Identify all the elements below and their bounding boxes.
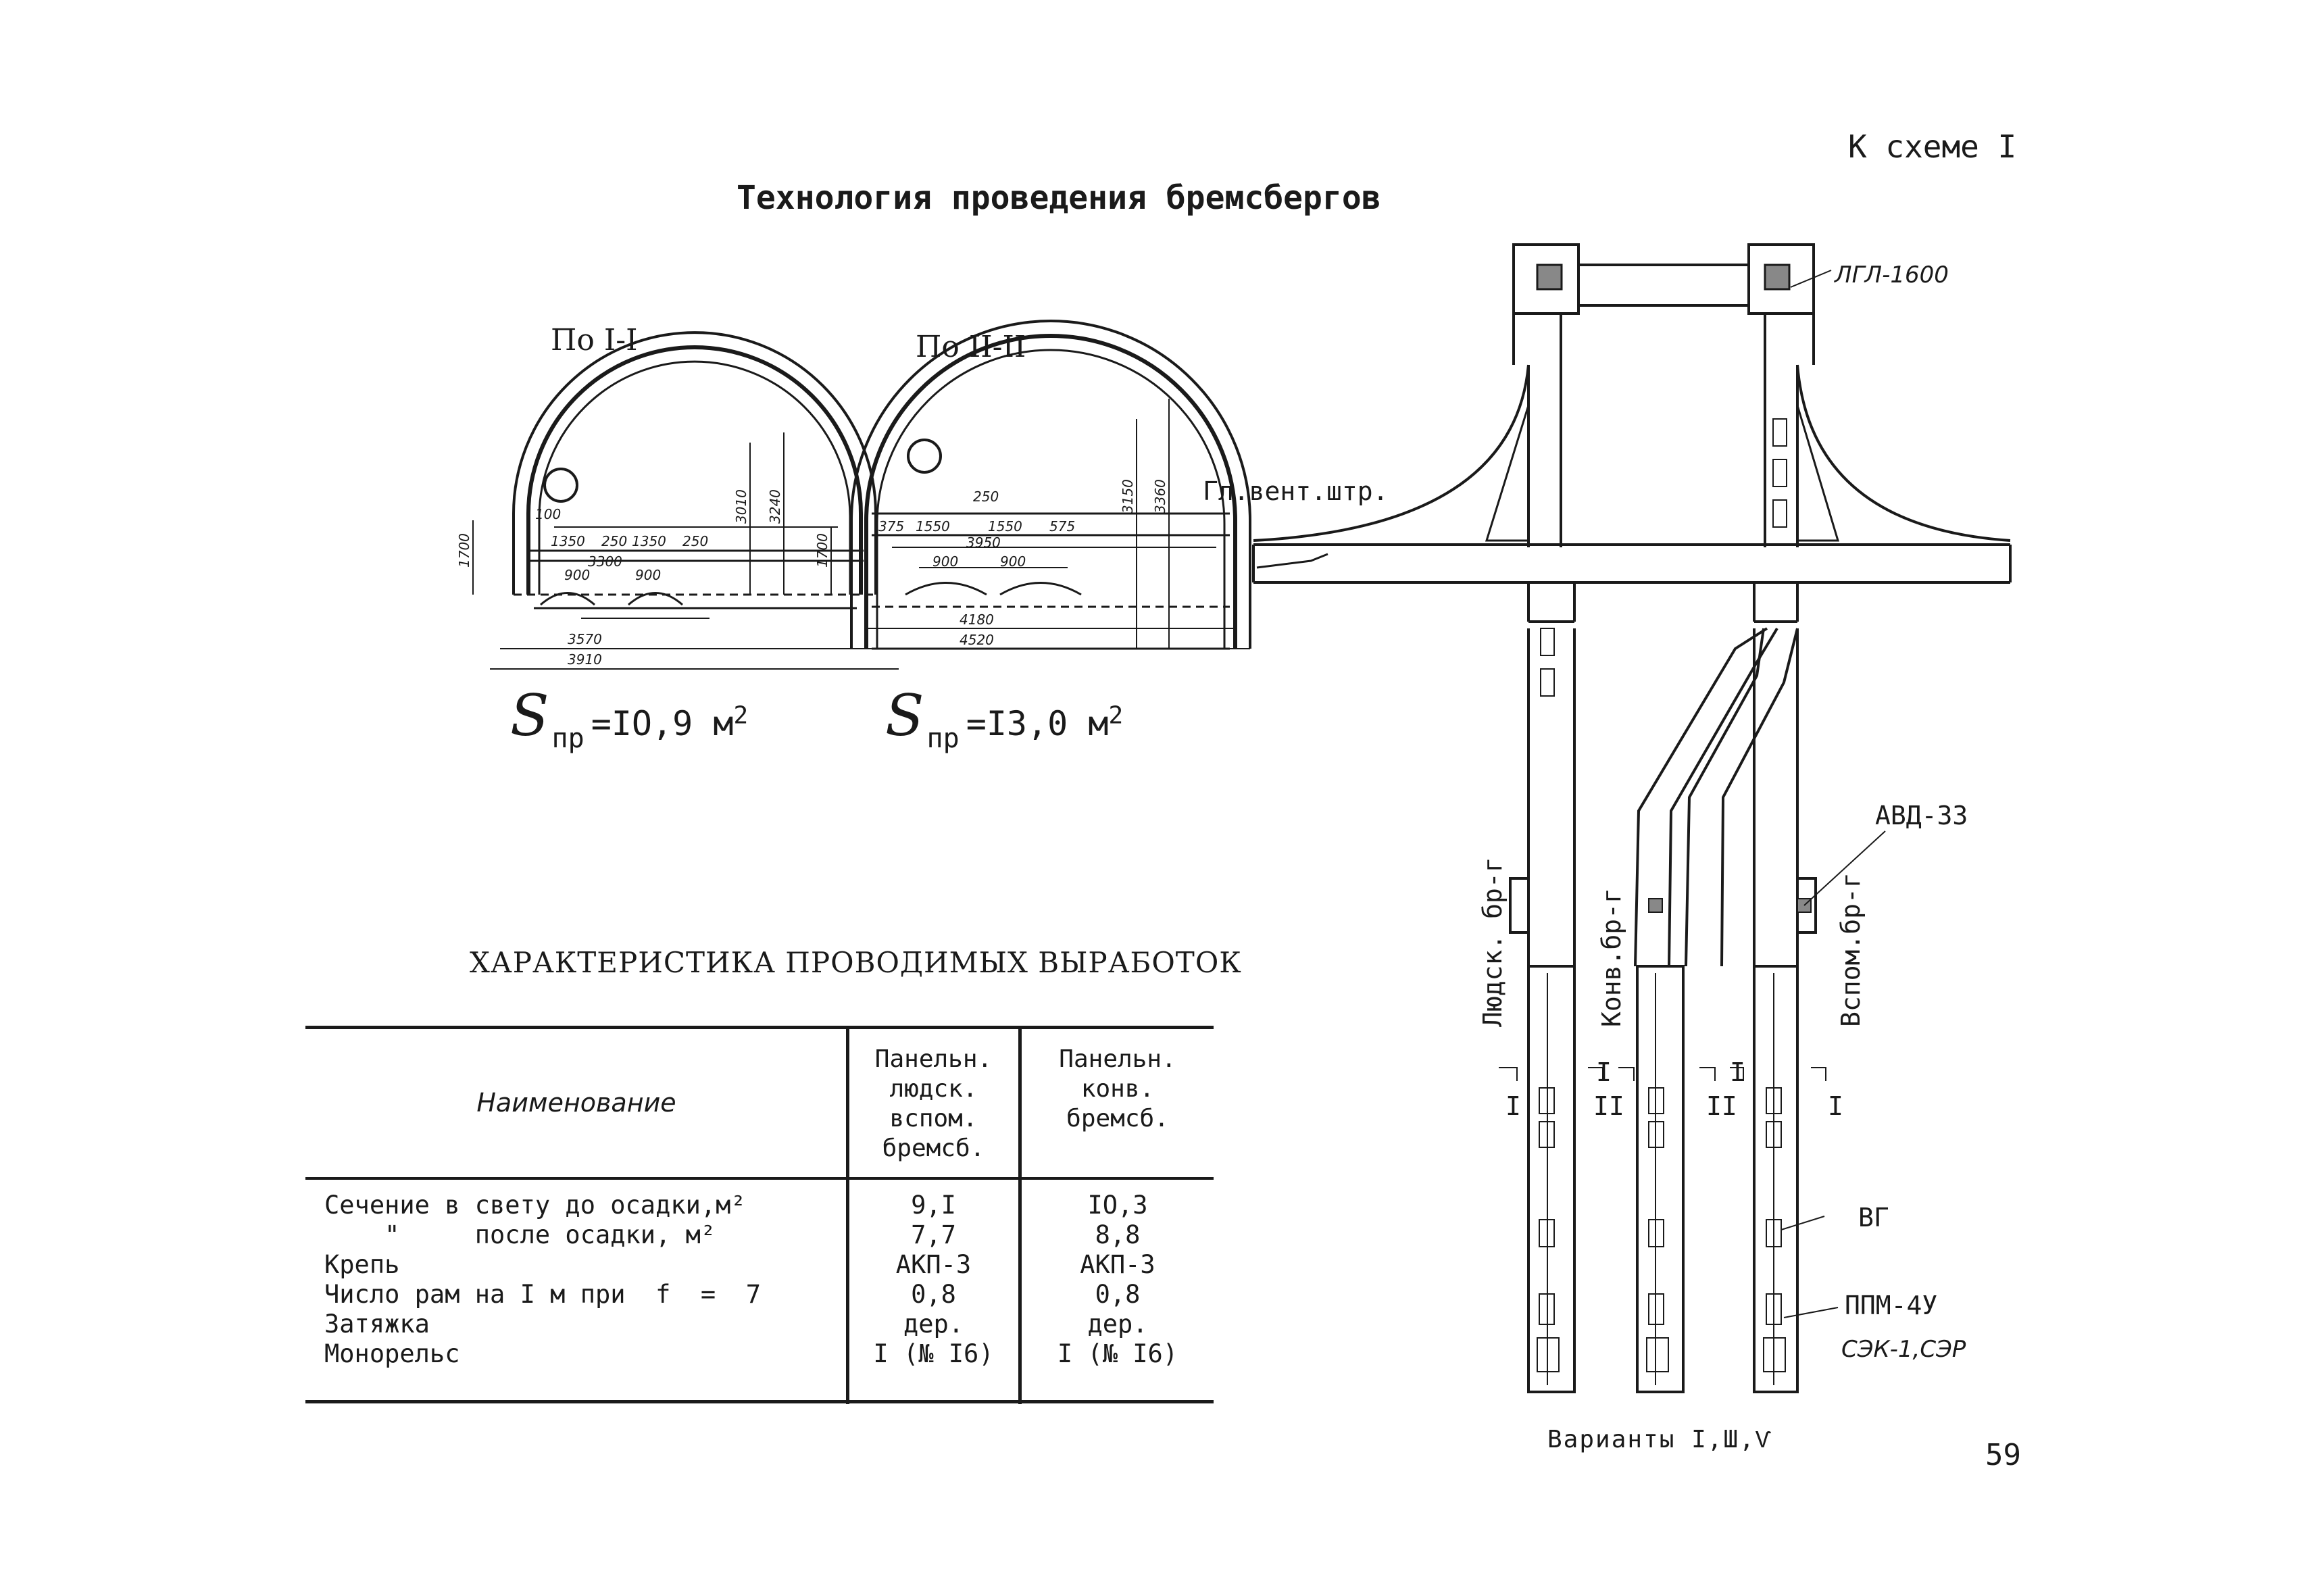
row-name: Сечение в свету до осадки,м² xyxy=(324,1191,746,1220)
dim-label: 1550 xyxy=(916,518,950,534)
table-rule-top xyxy=(305,1026,1214,1029)
row-value: 0,8 xyxy=(911,1280,956,1309)
table-col-divider xyxy=(846,1026,849,1404)
section-mark: I xyxy=(1730,1057,1745,1087)
ppm-label: ППМ-4У xyxy=(1845,1291,1937,1320)
dim-label: 3950 xyxy=(966,534,1001,551)
section-1-label: По I-I xyxy=(551,323,638,357)
aux-shaft-label: Вспом.бр-г xyxy=(1836,872,1866,1027)
lgl-winch-label: ЛГЛ-1600 xyxy=(1833,261,1949,289)
dim-label: 3910 xyxy=(568,651,602,668)
dim-label: 1700 xyxy=(814,533,830,568)
dim-label: 4520 xyxy=(960,632,994,648)
row-value: I (№ I6) xyxy=(1057,1339,1178,1368)
dim-label: 250 xyxy=(973,489,999,505)
dim-label: 1350 xyxy=(551,533,585,549)
header-name: Наименование xyxy=(476,1088,676,1118)
schema-reference: К схеме I xyxy=(1848,128,2017,165)
row-value: дер. xyxy=(1087,1310,1148,1339)
dim-label: 375 xyxy=(878,518,904,534)
dim-label: 3010 xyxy=(733,489,749,524)
main-drift-label: Гл.вент.штр. xyxy=(1203,476,1389,506)
dim-label: 3240 xyxy=(767,489,783,524)
table-rule-header xyxy=(305,1177,1214,1180)
row-name: Число рам на I м при f = 7 xyxy=(324,1280,762,1309)
area-symbol: S xyxy=(885,682,924,749)
row-name: Монорельс xyxy=(324,1339,460,1368)
table-rule-bottom xyxy=(305,1400,1214,1403)
sek-label: СЭК-1,СЭР xyxy=(1841,1336,1966,1363)
row-value: 0,8 xyxy=(1095,1280,1141,1309)
row-name: Крепь xyxy=(324,1250,400,1279)
row-name: Затяжка xyxy=(324,1310,430,1339)
area-unit-power: 2 xyxy=(733,701,749,730)
cross-section-2-drawing xyxy=(830,320,1251,650)
dim-label: 900 xyxy=(932,553,958,570)
characteristics-table: Наименование Панельн. людск. вспом. брем… xyxy=(305,1026,1214,1404)
mine-layout-scheme xyxy=(1252,243,2012,1393)
dim-label: 1550 xyxy=(988,518,1022,534)
row-value: IO,3 xyxy=(1087,1191,1148,1220)
fan-label: АВД-33 xyxy=(1875,801,1968,830)
dim-label: 900 xyxy=(1000,553,1026,570)
cross-section-1-drawing xyxy=(472,331,899,670)
section-mark: I xyxy=(1505,1091,1521,1121)
dim-label: 250 xyxy=(682,533,708,549)
conveyor-shaft-label: Конв.бр-г xyxy=(1597,888,1626,1027)
dim-label: 3570 xyxy=(568,631,602,647)
dim-label: 3150 xyxy=(1120,479,1136,514)
dim-label: 250 xyxy=(601,533,627,549)
winch-lgl-left xyxy=(1536,264,1563,291)
page-number: 59 xyxy=(1985,1438,2021,1472)
people-shaft-label: Людск. бр-г xyxy=(1478,857,1508,1027)
dim-label: 900 xyxy=(635,567,661,583)
variants-caption: Варианты I,Ш,Ѵ xyxy=(1547,1426,1772,1453)
page-title: Технология проведения бремсбергов xyxy=(737,179,1381,217)
row-value: 8,8 xyxy=(1095,1220,1141,1249)
header-panel-conveyor: Панельн. конв. бремсб. xyxy=(1059,1045,1176,1132)
area-value: =I3,0 м xyxy=(966,704,1109,743)
row-value: АКП-3 xyxy=(895,1250,972,1279)
row-value: I (№ I6) xyxy=(873,1339,994,1368)
dim-label: 3300 xyxy=(588,553,622,570)
dim-label: 100 xyxy=(535,506,561,522)
row-value: дер. xyxy=(903,1310,964,1339)
dim-label: 575 xyxy=(1049,518,1075,534)
dim-label: 4180 xyxy=(960,612,994,628)
row-value: 7,7 xyxy=(911,1220,956,1249)
area-subscript: пр xyxy=(551,723,584,754)
dim-label: 1350 xyxy=(632,533,666,549)
dim-label: 3360 xyxy=(1152,479,1168,514)
winch-lgl-right xyxy=(1764,264,1791,291)
area-symbol: S xyxy=(510,682,549,749)
section-mark: I xyxy=(1596,1057,1612,1087)
section-mark: II xyxy=(1706,1091,1737,1121)
section-mark: II xyxy=(1593,1091,1624,1121)
row-value: АКП-3 xyxy=(1080,1250,1155,1279)
area-subscript: пр xyxy=(926,723,960,754)
area-unit-power: 2 xyxy=(1108,701,1124,730)
table-title: ХАРАКТЕРИСТИКА ПРОВОДИМЫХ ВЫРАБОТОК xyxy=(470,946,1242,979)
section-mark: I xyxy=(1828,1091,1843,1121)
dim-label: 900 xyxy=(564,567,590,583)
vg-label: ВГ xyxy=(1858,1203,1889,1232)
table-col-divider xyxy=(1018,1026,1022,1404)
dim-label: 1700 xyxy=(456,533,472,568)
area-value: =IO,9 м xyxy=(591,704,734,743)
row-name: " после осадки, м² xyxy=(324,1220,716,1249)
row-value: 9,I xyxy=(911,1191,956,1220)
header-panel-people: Панельн. людск. вспом. бремсб. xyxy=(874,1045,993,1162)
